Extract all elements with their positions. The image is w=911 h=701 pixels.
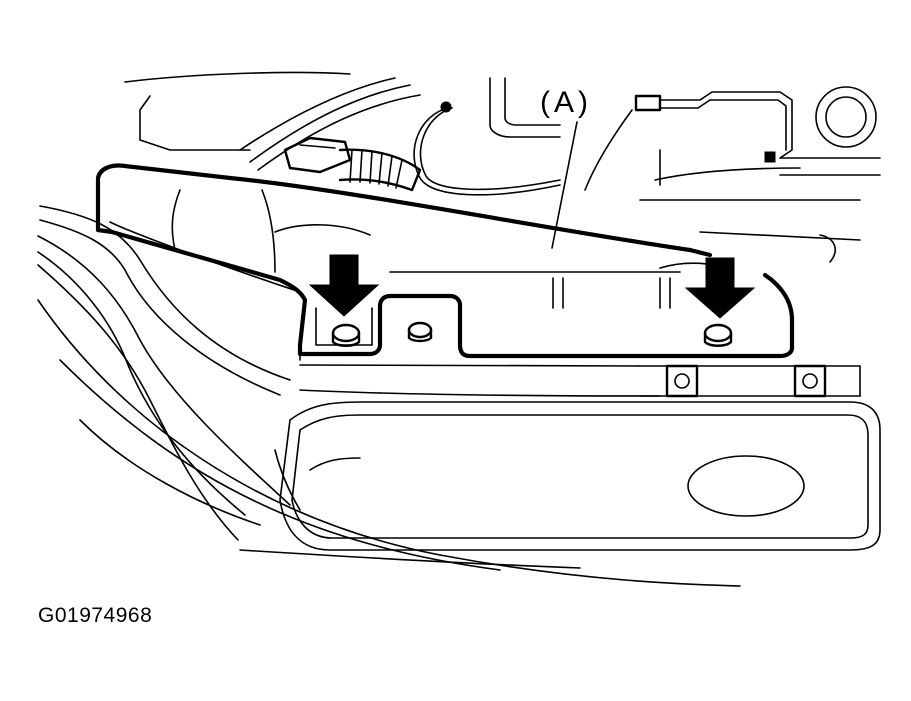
pulley-inner [825,96,867,138]
figure-id: G01974968 [38,604,153,627]
fog-light-opening [687,455,805,517]
bumper-contours [37,205,861,587]
callout-a: (A) [540,86,592,249]
clip-icon [764,151,776,163]
mounting-bolts [331,321,733,347]
bolt-right [703,323,733,347]
connector-icon [634,94,662,112]
air-intake-duct [95,163,795,359]
sensor-wire [413,101,561,196]
callout-label: (A) [540,86,592,119]
front-bracket [639,364,861,398]
intake-hose [283,136,422,192]
wiring-harness [584,91,881,191]
square-hole [665,364,699,398]
lower-grille [274,401,881,551]
arrow-down-icon [308,254,380,317]
pulley-outer [815,86,877,148]
engine-background-lines [124,71,881,263]
arrow-down-icon [684,257,756,319]
square-hole [793,364,827,398]
callout-leader-line [551,121,578,249]
bolt-center [407,321,433,343]
pointer-arrows [308,254,756,319]
bolt-left [331,323,361,347]
